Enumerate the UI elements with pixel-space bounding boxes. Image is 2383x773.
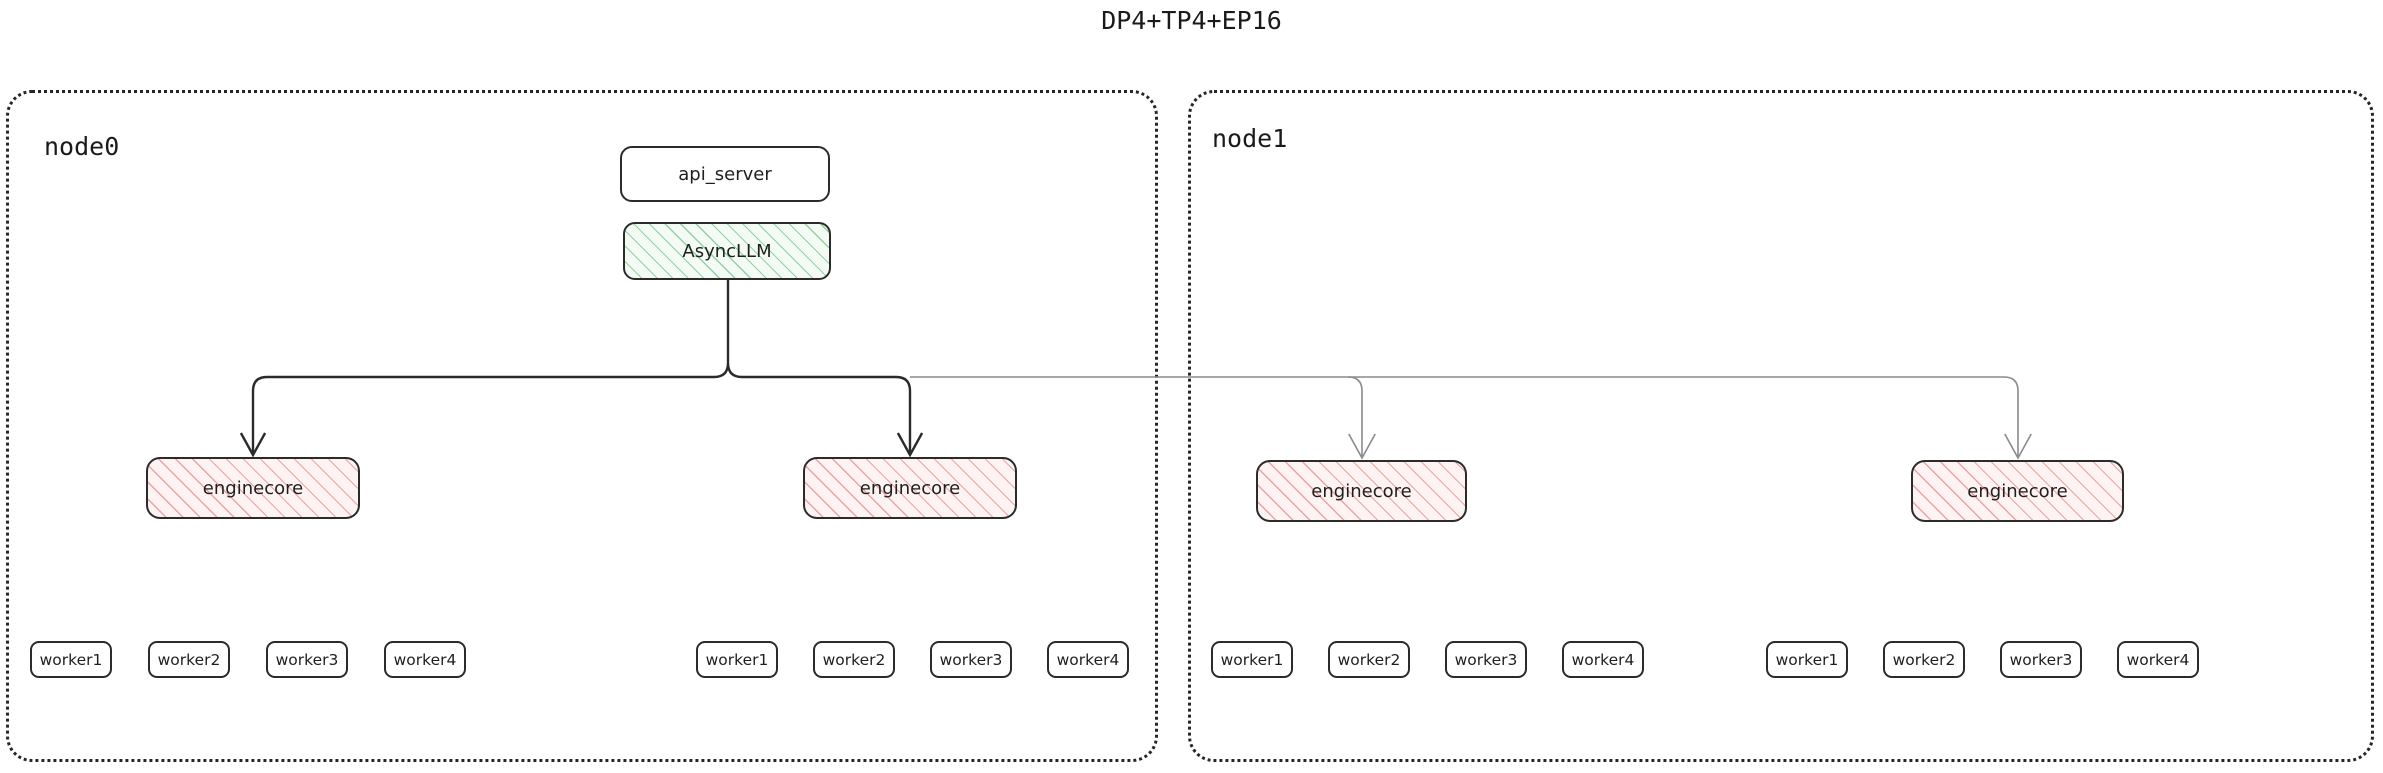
enginecore-box[interactable]: enginecore (1256, 460, 1467, 522)
node-label-node0: node0 (44, 132, 120, 161)
worker-label: worker3 (1454, 650, 1518, 669)
worker-box[interactable]: worker3 (266, 641, 348, 678)
worker-box[interactable]: worker4 (1047, 641, 1129, 678)
worker-label: worker1 (39, 650, 103, 669)
enginecore-label: enginecore (1967, 480, 2068, 502)
node-label-node1: node1 (1212, 124, 1288, 153)
worker-label: worker4 (1571, 650, 1635, 669)
node-container-node0 (6, 90, 1158, 762)
worker-label: worker3 (939, 650, 1003, 669)
worker-label: worker2 (822, 650, 886, 669)
worker-label: worker1 (705, 650, 769, 669)
worker-label: worker1 (1775, 650, 1839, 669)
enginecore-box[interactable]: enginecore (1911, 460, 2124, 522)
worker-box[interactable]: worker3 (930, 641, 1012, 678)
worker-label: worker2 (1892, 650, 1956, 669)
worker-box[interactable]: worker3 (1445, 641, 1527, 678)
worker-box[interactable]: worker1 (1766, 641, 1848, 678)
enginecore-box[interactable]: enginecore (146, 457, 360, 519)
worker-label: worker1 (1220, 650, 1284, 669)
enginecore-label: enginecore (859, 477, 961, 499)
api-server-label: api_server (678, 163, 772, 185)
worker-box[interactable]: worker4 (2117, 641, 2199, 678)
worker-label: worker4 (2126, 650, 2190, 669)
asyncllm-label: AsyncLLM (682, 240, 772, 262)
enginecore-label: enginecore (202, 477, 304, 499)
worker-label: worker3 (275, 650, 339, 669)
worker-label: worker4 (1056, 650, 1120, 669)
worker-label: worker3 (2009, 650, 2073, 669)
api-server-box[interactable]: api_server (620, 146, 830, 202)
worker-box[interactable]: worker1 (30, 641, 112, 678)
node-container-node1 (1188, 90, 2374, 762)
enginecore-label: enginecore (1311, 480, 1412, 502)
worker-box[interactable]: worker1 (1211, 641, 1293, 678)
worker-box[interactable]: worker2 (1328, 641, 1410, 678)
worker-label: worker4 (393, 650, 457, 669)
worker-box[interactable]: worker4 (1562, 641, 1644, 678)
worker-box[interactable]: worker2 (813, 641, 895, 678)
worker-box[interactable]: worker2 (1883, 641, 1965, 678)
page-title: DP4+TP4+EP16 (1101, 6, 1282, 35)
enginecore-box[interactable]: enginecore (803, 457, 1017, 519)
worker-label: worker2 (157, 650, 221, 669)
worker-box[interactable]: worker2 (148, 641, 230, 678)
worker-box[interactable]: worker4 (384, 641, 466, 678)
asyncllm-box[interactable]: AsyncLLM (623, 222, 831, 280)
worker-box[interactable]: worker1 (696, 641, 778, 678)
worker-label: worker2 (1337, 650, 1401, 669)
worker-box[interactable]: worker3 (2000, 641, 2082, 678)
